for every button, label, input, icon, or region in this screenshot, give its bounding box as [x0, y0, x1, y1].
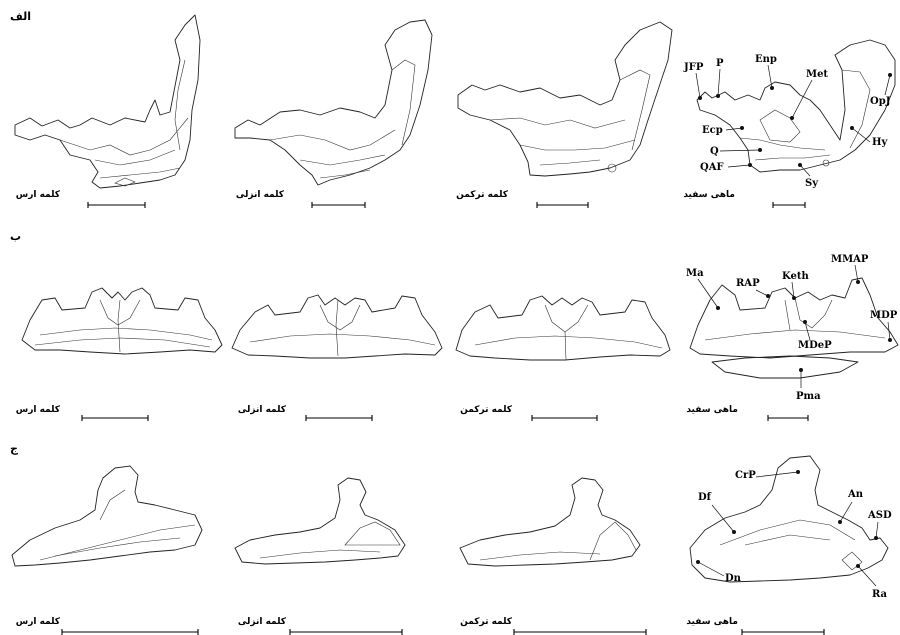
row-label-b: ب — [10, 230, 21, 243]
specimen-b3 — [456, 296, 670, 360]
specimen-a3 — [458, 22, 672, 176]
caption-b1: کلمه ارس — [16, 405, 61, 415]
label-jfp: JFP — [683, 62, 704, 73]
label-ma: Ma — [686, 268, 704, 279]
caption-b2: کلمه انزلی — [238, 405, 287, 415]
specimen-b4 — [690, 278, 898, 378]
label-mdep: MDeP — [798, 340, 832, 351]
specimen-b2 — [232, 295, 442, 358]
label-rap: RAP — [736, 278, 760, 289]
caption-b4: ماهی سفید — [686, 405, 738, 415]
label-mmap: MMAP — [831, 254, 869, 265]
specimen-c4 — [690, 456, 888, 582]
label-pma: Pma — [796, 391, 821, 402]
caption-c4: ماهی سفید — [686, 617, 738, 627]
caption-b3: کلمه ترکمن — [460, 405, 513, 415]
label-opj: OpJ — [870, 96, 891, 107]
caption-c1: کلمه ارس — [16, 617, 61, 627]
labels-b: Ma RAP Keth MMAP MDP MDeP Pma — [686, 254, 898, 402]
caption-a1: کلمه ارس — [16, 190, 61, 200]
specimen-a2 — [235, 20, 432, 185]
label-p: P — [716, 58, 724, 69]
specimen-c3 — [460, 478, 640, 566]
label-q: Q — [710, 146, 719, 157]
caption-a4: ماهی سفید — [683, 190, 735, 200]
label-crp: CrP — [735, 470, 756, 481]
label-keth: Keth — [782, 271, 809, 282]
row-label-a: الف — [10, 10, 31, 23]
label-dn: Dn — [725, 573, 742, 584]
caption-a2: کلمه انزلی — [236, 190, 285, 200]
label-ecp: Ecp — [702, 125, 723, 136]
specimen-c2 — [235, 478, 405, 564]
labels-c: CrP Df An ASD Dn Ra — [696, 470, 892, 600]
label-qaf: QAF — [700, 162, 724, 173]
label-hy: Hy — [872, 137, 888, 148]
caption-a3: کلمه ترکمن — [456, 190, 509, 200]
specimen-b1 — [22, 288, 222, 354]
row-label-c: ج — [10, 442, 18, 456]
label-sy: Sy — [805, 178, 819, 189]
label-enp: Enp — [755, 54, 777, 65]
label-ra: Ra — [872, 589, 888, 600]
specimen-a1 — [15, 15, 200, 188]
label-asd: ASD — [867, 510, 892, 521]
caption-c2: کلمه انزلی — [238, 617, 287, 627]
label-an: An — [847, 489, 864, 500]
specimen-a4 — [697, 40, 895, 172]
label-met: Met — [806, 69, 828, 80]
label-df: Df — [698, 492, 712, 503]
label-mdp: MDP — [870, 310, 898, 321]
specimen-c1 — [12, 466, 202, 566]
caption-c3: کلمه ترکمن — [460, 617, 513, 627]
labels-a: JFP P Enp Met OpJ Hy Ecp Q QAF Sy — [683, 54, 892, 189]
